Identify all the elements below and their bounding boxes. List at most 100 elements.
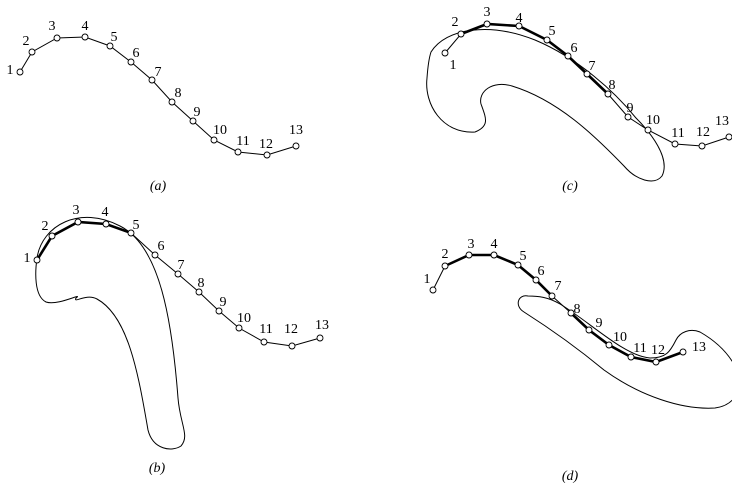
panel-c-point-label-5: 5 <box>549 24 556 39</box>
panel-b-point-13 <box>316 334 324 342</box>
panel-d-point-12 <box>652 358 660 366</box>
panel-b-point-1 <box>33 256 41 264</box>
panel-d-point-1 <box>429 286 437 294</box>
panel-a-points <box>16 33 300 159</box>
panel-b-point-7 <box>174 270 182 278</box>
panel-b-point-9 <box>215 307 223 315</box>
panel-d-point-9 <box>585 326 593 334</box>
panel-a-point-2 <box>28 48 36 56</box>
panel-a-point-5 <box>106 42 114 50</box>
panel-c-point-label-13: 13 <box>715 114 729 129</box>
panel-d-point-10 <box>605 341 613 349</box>
panel-c-point-label-9: 9 <box>627 101 634 116</box>
panel-a-point-4 <box>81 33 89 41</box>
panel-a-point-label-13: 13 <box>289 123 303 138</box>
panel-c-point-5 <box>543 36 551 44</box>
panel-b-point-label-11: 11 <box>259 322 272 337</box>
panel-c-point-3 <box>483 20 491 28</box>
panel-d-point-label-8: 8 <box>574 302 581 317</box>
panel-c-point-label-3: 3 <box>484 5 491 20</box>
panel-c-point-8 <box>604 90 612 98</box>
panel-b-point-2 <box>48 232 56 240</box>
panel-a-caption: (a) <box>150 179 167 194</box>
panel-a-point-label-12: 12 <box>259 137 273 152</box>
panel-b-point-label-3: 3 <box>73 203 80 218</box>
panel-c-point-6 <box>564 52 572 60</box>
panel-a-point-11 <box>234 148 242 156</box>
panel-a-point-7 <box>148 76 156 84</box>
panel-b-point-label-4: 4 <box>102 205 109 220</box>
panel-d-points <box>429 251 687 366</box>
panel-a-point-6 <box>127 58 135 66</box>
panel-c-point-label-8: 8 <box>609 78 616 93</box>
panel-d-point-label-1: 1 <box>424 272 431 287</box>
panel-a-point-label-7: 7 <box>155 65 162 80</box>
panel-c-point-label-6: 6 <box>571 41 578 56</box>
panel-c-point-label-11: 11 <box>671 126 684 141</box>
panel-b-point-12 <box>288 342 296 350</box>
panel-d-point-4 <box>490 251 498 259</box>
panel-d-caption: (d) <box>562 469 579 484</box>
panel-a-point-label-9: 9 <box>194 105 201 120</box>
panel-a-point-13 <box>292 142 300 150</box>
panel-c-point-12 <box>698 142 706 150</box>
panel-b-point-3 <box>74 218 82 226</box>
panel-c-point-1 <box>441 49 449 57</box>
panel-d-point-label-13: 13 <box>692 340 706 355</box>
panel-b-point-label-2: 2 <box>42 219 49 234</box>
panel-c-point-13 <box>725 133 732 141</box>
panel-a-point-label-2: 2 <box>23 34 30 49</box>
panel-d-french-curve <box>517 295 732 409</box>
panel-d-point-label-10: 10 <box>613 330 627 345</box>
panel-b-point-5 <box>127 229 135 237</box>
panel-b-point-6 <box>151 251 159 259</box>
panel-a-point-label-6: 6 <box>133 46 140 61</box>
panel-d-point-11 <box>627 353 635 361</box>
panel-d-point-7 <box>548 292 556 300</box>
panel-b-points <box>33 218 324 350</box>
panel-d-point-label-6: 6 <box>538 264 545 279</box>
panel-b-point-label-6: 6 <box>158 239 165 254</box>
panel-d-point-6 <box>532 276 540 284</box>
panel-a-point-12 <box>263 151 271 159</box>
panel-a-point-10 <box>210 136 218 144</box>
panel-b-point-label-8: 8 <box>198 276 205 291</box>
panel-c-point-10 <box>644 126 652 134</box>
panel-c-point-2 <box>457 30 465 38</box>
panel-c-points <box>441 20 732 150</box>
panel-d-point-5 <box>514 261 522 269</box>
panel-a-point-9 <box>189 117 197 125</box>
panel-c-point-label-2: 2 <box>452 15 459 30</box>
panel-b-point-10 <box>235 324 243 332</box>
panel-b-point-label-5: 5 <box>133 218 140 233</box>
panel-a-point-3 <box>53 34 61 42</box>
panel-c-point-label-4: 4 <box>516 11 523 26</box>
panel-b-point-4 <box>102 220 110 228</box>
panel-a-point-1 <box>16 68 24 76</box>
panel-c-point-9 <box>624 113 632 121</box>
panel-c-french-curve <box>426 29 665 182</box>
panel-d-point-label-12: 12 <box>651 343 665 358</box>
panel-b-point-label-12: 12 <box>284 322 298 337</box>
panel-b-point-label-9: 9 <box>220 295 227 310</box>
panel-a-point-label-1: 1 <box>7 63 14 78</box>
panel-c-point-label-10: 10 <box>646 113 660 128</box>
panel-d-point-8 <box>567 309 575 317</box>
panel-d-point-label-11: 11 <box>633 341 646 356</box>
panel-d-point-label-3: 3 <box>468 237 475 252</box>
panel-b-caption: (b) <box>149 461 166 476</box>
panel-c-point-4 <box>515 22 523 30</box>
panel-b-point-label-10: 10 <box>237 311 251 326</box>
panel-a-point-label-8: 8 <box>175 86 182 101</box>
panel-b-point-label-1: 1 <box>24 251 31 266</box>
panel-a-point-label-10: 10 <box>213 123 227 138</box>
panel-c-point-7 <box>583 70 591 78</box>
